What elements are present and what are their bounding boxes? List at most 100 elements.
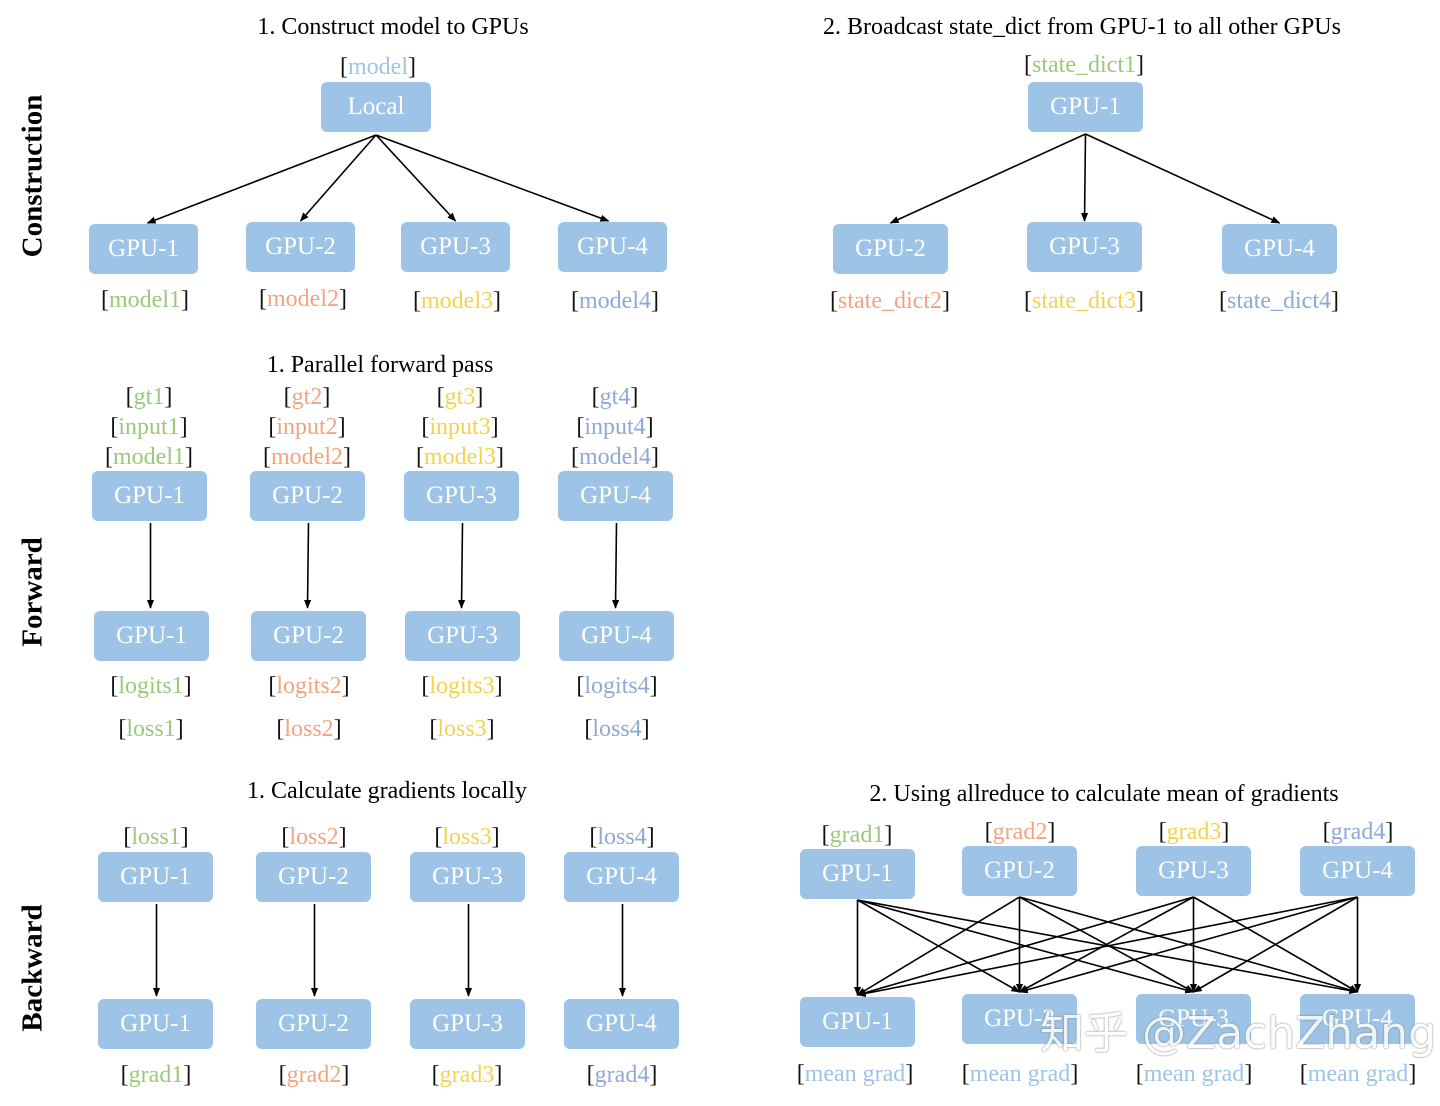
grad2-label-text: grad2 [286, 1062, 342, 1088]
model4-label-text: model4 [579, 288, 651, 314]
state-dict2-label-text: state_dict2 [838, 288, 942, 314]
grad4-label-text: grad4 [594, 1062, 650, 1088]
allreduce-gpu4-to-gpu1-arrow [856, 896, 1358, 997]
bwd-loss1-label-text: loss1 [131, 824, 181, 850]
forward-top-gpu2-node: GPU-2 [250, 471, 365, 521]
backward-top-gpu3-node: GPU-3 [410, 852, 525, 902]
construct-gpu4-node: GPU-4 [558, 222, 667, 272]
grad1-label-text: grad1 [128, 1062, 184, 1088]
allreduce-gpu4-to-gpu2-arrow [1018, 896, 1358, 994]
loss1-label-text: loss1 [126, 716, 176, 742]
loss2-label-text: loss2 [284, 716, 334, 742]
bwd-loss2-label-text: loss2 [289, 824, 339, 850]
model1-label: [model1] [101, 287, 189, 313]
fwd-model1-label: [model1] [105, 444, 193, 470]
model-label-text: model [348, 54, 408, 80]
grad3-label-text: grad3 [439, 1062, 495, 1088]
input3-label: [input3] [421, 414, 499, 440]
fwd-model2-label-text: model2 [271, 444, 343, 470]
model3-label-text: model3 [421, 288, 493, 314]
mean-grad3-label: [mean grad] [1135, 1061, 1253, 1087]
bwd-loss2-label: [loss2] [281, 824, 347, 850]
state-dict1-label-text: state_dict1 [1032, 52, 1136, 78]
gt4-label-text: gt4 [599, 384, 631, 410]
allreduce-gpu2-to-gpu1-arrow [856, 896, 1020, 996]
fwd-model4-label: [model4] [571, 444, 659, 470]
forward-gpu4-arrow [611, 522, 620, 609]
input4-label-text: input4 [584, 414, 646, 440]
allreduce-gpu3-to-gpu2-arrow [1018, 896, 1194, 993]
backward-top-gpu2-node: GPU-2 [256, 852, 371, 902]
ar-grad4-label-text: grad4 [1330, 819, 1386, 845]
loss1-label: [loss1] [118, 716, 184, 742]
logits4-label: [logits4] [576, 673, 658, 699]
title-calculate-gradients: 1. Calculate gradients locally [247, 778, 527, 804]
ar-grad4-label: [grad4] [1322, 819, 1394, 845]
section-backward-label: Backward [16, 904, 49, 1032]
input1-label-text: input1 [118, 414, 180, 440]
model2-label: [model2] [259, 286, 347, 312]
model4-label: [model4] [571, 288, 659, 314]
broadcast-to-gpu3-arrow [1080, 133, 1089, 222]
backward-top-gpu1-node: GPU-1 [98, 852, 213, 902]
logits2-label-text: logits2 [276, 673, 342, 699]
bwd-loss1-label: [loss1] [123, 824, 189, 850]
state-dict4-label-text: state_dict4 [1227, 288, 1331, 314]
mean-grad3-label-text: mean grad [1143, 1061, 1245, 1087]
state-dict3-label: [state_dict3] [1024, 288, 1144, 314]
allreduce-gpu4-to-gpu3-arrow [1192, 896, 1358, 993]
watermark: 知乎 @ZachZhang [1040, 1008, 1436, 1059]
section-construction-label: Construction [16, 94, 49, 258]
loss3-label: [loss3] [429, 716, 495, 742]
grad2-label: [grad2] [278, 1062, 350, 1088]
loss2-label: [loss2] [276, 716, 342, 742]
model1-label-text: model1 [109, 287, 181, 313]
fwd-model1-label-text: model1 [113, 444, 185, 470]
allreduce-top-gpu1-node: GPU-1 [800, 849, 915, 899]
ar-grad1-label-text: grad1 [829, 822, 885, 848]
gt3-label-text: gt3 [444, 384, 476, 410]
input1-label: [input1] [110, 414, 188, 440]
allreduce-bottom-gpu4-node: GPU-4 [1300, 994, 1415, 1044]
model3-label: [model3] [413, 288, 501, 314]
allreduce-bottom-gpu1-node: GPU-1 [800, 997, 915, 1047]
construct-gpu1-node: GPU-1 [89, 224, 198, 274]
loss3-label-text: loss3 [437, 716, 487, 742]
fwd-model2-label: [model2] [263, 444, 351, 470]
local-to-gpu3-arrow [375, 134, 457, 222]
forward-bottom-gpu3-node: GPU-3 [405, 611, 520, 661]
backward-top-gpu4-node: GPU-4 [564, 852, 679, 902]
title-parallel-forward: 1. Parallel forward pass [266, 352, 494, 378]
mean-grad2-label: [mean grad] [961, 1061, 1079, 1087]
construct-gpu3-node: GPU-3 [401, 222, 510, 272]
backward-bottom-gpu1-node: GPU-1 [98, 999, 213, 1049]
input3-label-text: input3 [429, 414, 491, 440]
model2-label-text: model2 [267, 286, 339, 312]
broadcast-gpu3-node: GPU-3 [1027, 222, 1142, 272]
forward-gpu2-arrow [303, 522, 312, 609]
input2-label-text: input2 [276, 414, 338, 440]
input2-label: [input2] [268, 414, 346, 440]
allreduce-gpu3-to-gpu1-arrow [856, 896, 1194, 997]
logits2-label: [logits2] [268, 673, 350, 699]
state-dict3-label-text: state_dict3 [1032, 288, 1136, 314]
local-to-gpu2-arrow [299, 134, 377, 222]
ar-grad2-label: [grad2] [984, 819, 1056, 845]
forward-bottom-gpu1-node: GPU-1 [94, 611, 209, 661]
gt4-label: [gt4] [591, 384, 639, 410]
logits3-label-text: logits3 [429, 673, 495, 699]
loss4-label-text: loss4 [592, 716, 642, 742]
forward-bottom-gpu4-node: GPU-4 [559, 611, 674, 661]
gt1-label: [gt1] [125, 384, 173, 410]
ar-grad3-label: [grad3] [1158, 819, 1230, 845]
bwd-loss3-label-text: loss3 [442, 824, 492, 850]
input4-label: [input4] [576, 414, 654, 440]
allreduce-bottom-gpu3-node: GPU-3 [1136, 994, 1251, 1044]
bwd-loss3-label: [loss3] [434, 824, 500, 850]
local-to-gpu4-arrow [375, 134, 610, 222]
ar-grad2-label-text: grad2 [992, 819, 1048, 845]
fwd-model3-label: [model3] [416, 444, 504, 470]
broadcast-to-gpu2-arrow [889, 133, 1086, 224]
construct-gpu2-node: GPU-2 [246, 222, 355, 272]
